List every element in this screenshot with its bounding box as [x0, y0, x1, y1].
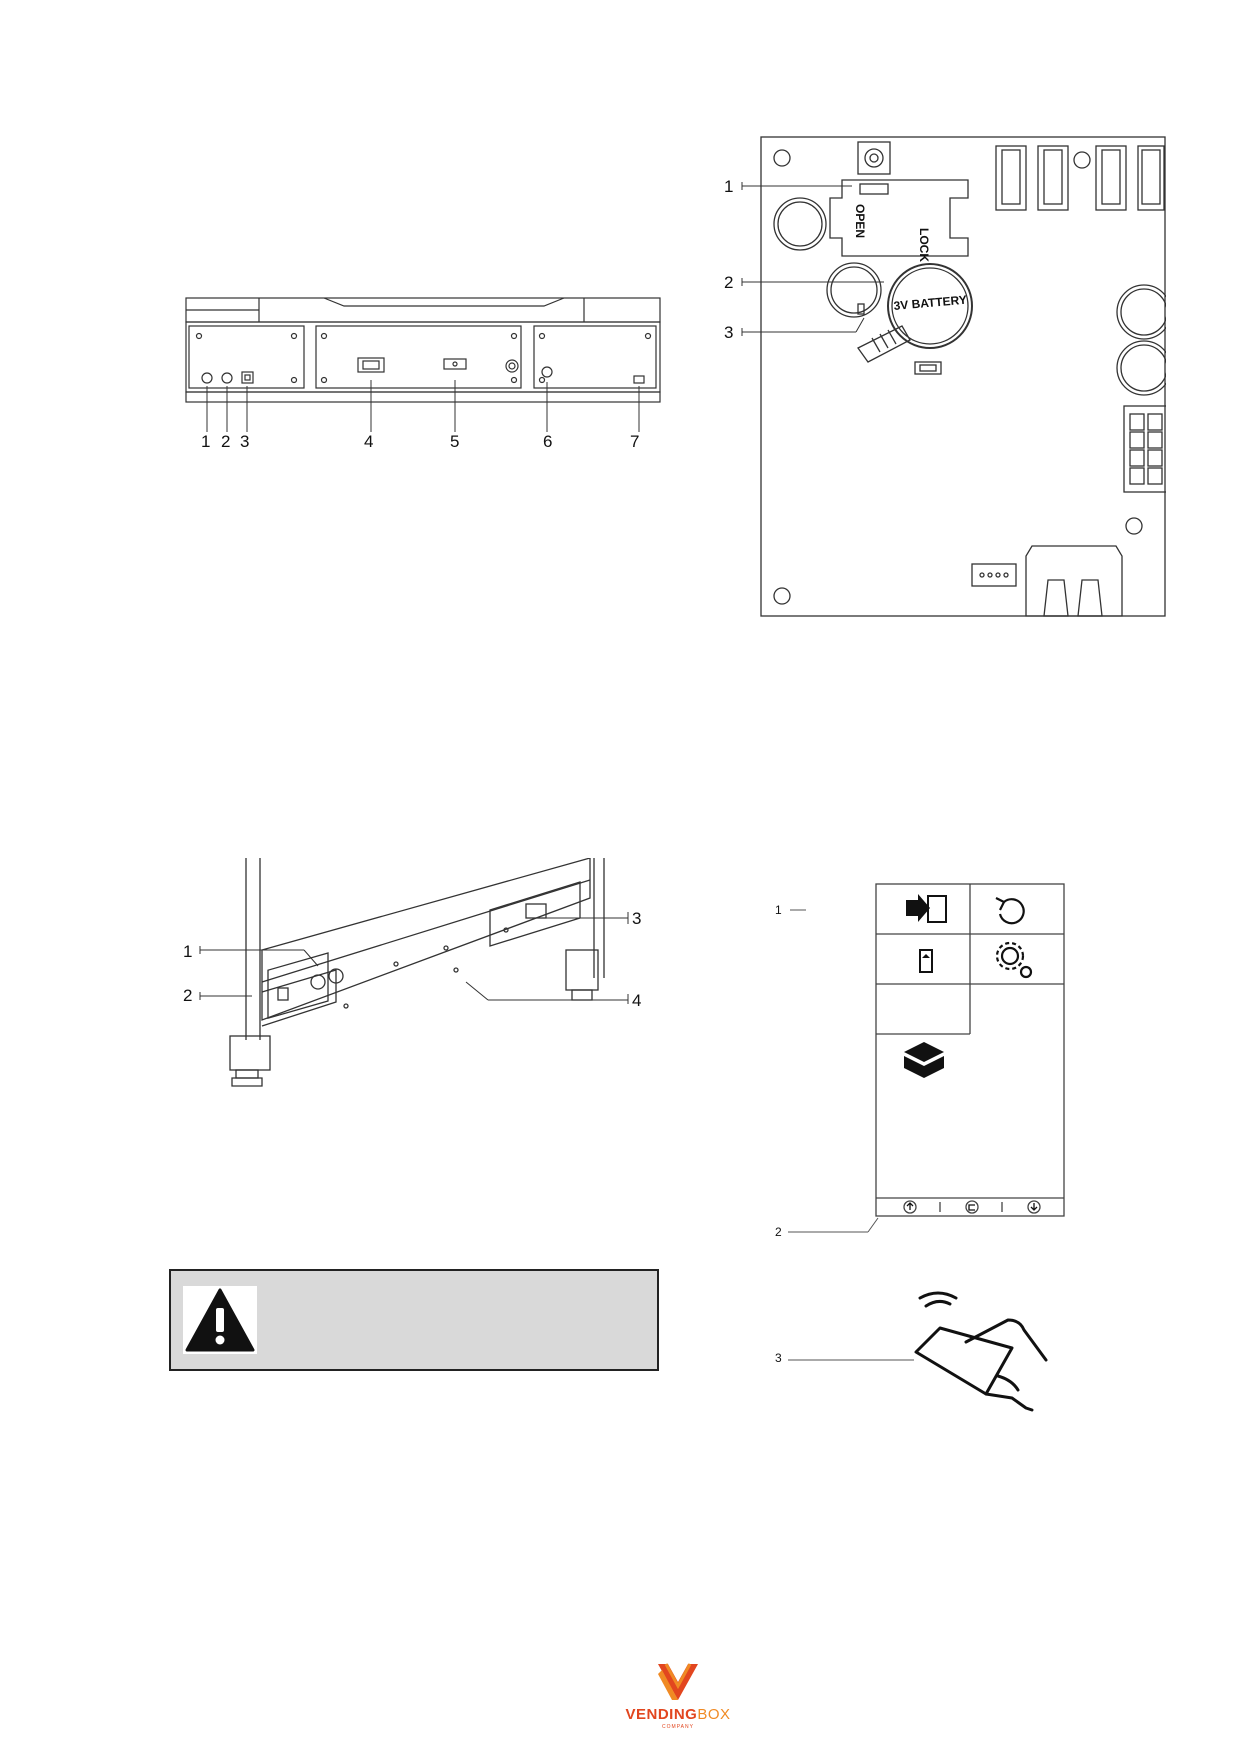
menu-leaders	[788, 909, 879, 1233]
logo-wordmark: VENDINGBOX	[620, 1706, 736, 1723]
card-reader-figure	[914, 1291, 1048, 1412]
control-panel-leaders	[206, 380, 640, 432]
frame-label-4: 4	[632, 991, 642, 1010]
warning-triangle-icon	[183, 1286, 257, 1354]
menu-label-1: 1	[775, 903, 782, 917]
pcb-label-3: 3	[724, 323, 734, 342]
label-4: 4	[364, 432, 374, 451]
frame-label-3: 3	[632, 909, 642, 928]
label-5: 5	[450, 432, 460, 451]
vendingbox-logo-icon	[658, 1663, 698, 1700]
frame-label-1: 1	[183, 942, 193, 961]
frame-label-2: 2	[183, 986, 193, 1005]
logo-tagline: COMPANY	[662, 1724, 694, 1730]
card-reader-leader	[788, 1359, 914, 1361]
label-2: 2	[221, 432, 231, 451]
label-7: 7	[630, 432, 640, 451]
control-panel-figure	[185, 297, 661, 403]
sim-lock-text: LOCK	[917, 228, 931, 262]
sim-open-text: OPEN	[853, 204, 867, 238]
label-3: 3	[240, 432, 250, 451]
pcb-board-figure: LOCK OPEN 3V BATTERY	[760, 136, 1166, 617]
label-6: 6	[543, 432, 553, 451]
pcb-leaders	[741, 182, 884, 336]
battery-text: 3V BATTERY	[893, 293, 967, 313]
card-reader-label-3: 3	[775, 1351, 782, 1365]
touch-menu-figure	[875, 883, 1065, 1217]
logo-brand-part1: VENDING	[625, 1706, 698, 1723]
label-1: 1	[201, 432, 211, 451]
frame-leaders	[199, 912, 629, 1004]
warning-box	[169, 1269, 659, 1371]
menu-label-2: 2	[775, 1225, 782, 1239]
logo-brand-part2: BOX	[697, 1706, 731, 1723]
pcb-label-2: 2	[724, 273, 734, 292]
pcb-label-1: 1	[724, 177, 734, 196]
